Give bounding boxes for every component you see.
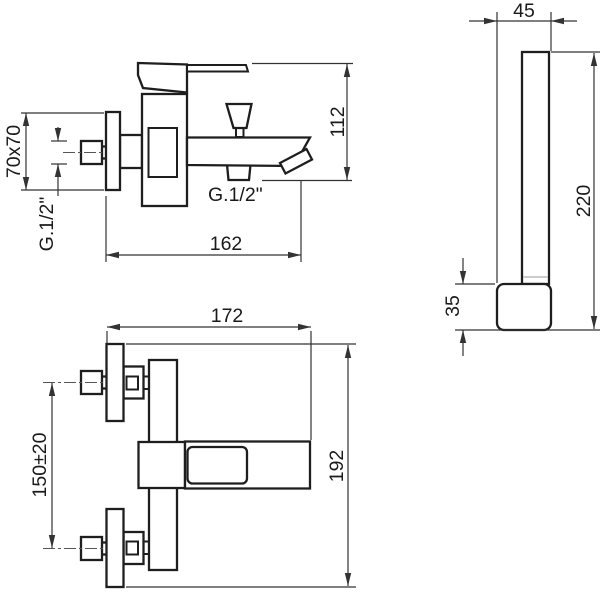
dim-162: 162 [105,181,302,262]
arrowhead-icon [54,128,62,141]
dim-label-front-width: 172 [211,305,244,327]
arrowhead-icon [344,573,352,586]
dim-192: 192 [126,343,356,588]
dim-70x70: 70x70 [3,112,104,191]
dim-label-inlet-thread: G.1/2" [36,197,58,252]
dim-label-outlet-thread: G.1/2" [208,184,263,206]
dim-label-front-height: 192 [326,450,348,483]
dim-35: 35 [442,258,495,356]
spout-base-block [137,440,187,490]
arrowhead-icon [484,17,497,25]
dim-150-20: 150±20 [29,383,56,548]
dim-label-length: 162 [210,233,243,255]
arrowhead-icon [54,164,62,177]
arrowhead-icon [298,323,311,331]
spout-face-panel [186,445,249,485]
arrowhead-icon [22,113,30,126]
arrowhead-icon [344,345,352,358]
arrowhead-icon [459,271,467,284]
arrowhead-icon [590,53,598,66]
arrowhead-icon [22,177,30,190]
diverter-knob [224,102,253,130]
wall-nipple [118,133,144,170]
dim-label-inlet-spacing: 150±20 [29,432,51,497]
dim-label-height: 112 [327,106,349,137]
arrowhead-icon [551,17,564,25]
body-panel [147,127,178,178]
arrowhead-icon [48,383,56,396]
wall-flange [105,507,125,589]
wall-flange [105,342,125,423]
dim-45: 45 [469,0,577,283]
arrowhead-icon [343,64,351,77]
dim-label-escutcheon: 70x70 [3,125,25,178]
wall-flange [104,110,122,192]
upper-wall-assembly [43,342,150,423]
union-nut-face [125,375,139,391]
dim-label-shower-width: 45 [513,0,535,22]
lever-blade [186,64,250,73]
hand-shower-head [495,282,553,332]
dim-112: 112 [252,62,353,182]
union-nut-face [125,540,139,556]
spout-nose [278,147,314,176]
hand-shower-view: 45 220 35 [442,0,600,356]
diverter-stem [235,127,245,138]
arrowhead-icon [288,251,301,259]
side-view: 70x70 G.1/2" 112 162 [3,61,353,262]
hand-shower-wand [520,50,551,286]
arrowhead-icon [107,323,120,331]
dim-172: 172 [106,305,312,440]
dim-label-shower-length: 220 [573,185,595,218]
arrowhead-icon [459,330,467,343]
dim-inlet-thread: G.1/2" [36,127,67,251]
arrowhead-icon [590,316,598,329]
dim-220: 220 [455,51,600,331]
arrowhead-icon [343,167,351,180]
shower-outlet [225,163,252,182]
arrowhead-icon [48,535,56,548]
front-view: 172 150±20 192 [29,305,356,589]
lower-wall-assembly [43,507,150,589]
arrowhead-icon [106,251,119,259]
lever-handle [136,61,189,94]
dim-label-head-height: 35 [442,295,464,317]
